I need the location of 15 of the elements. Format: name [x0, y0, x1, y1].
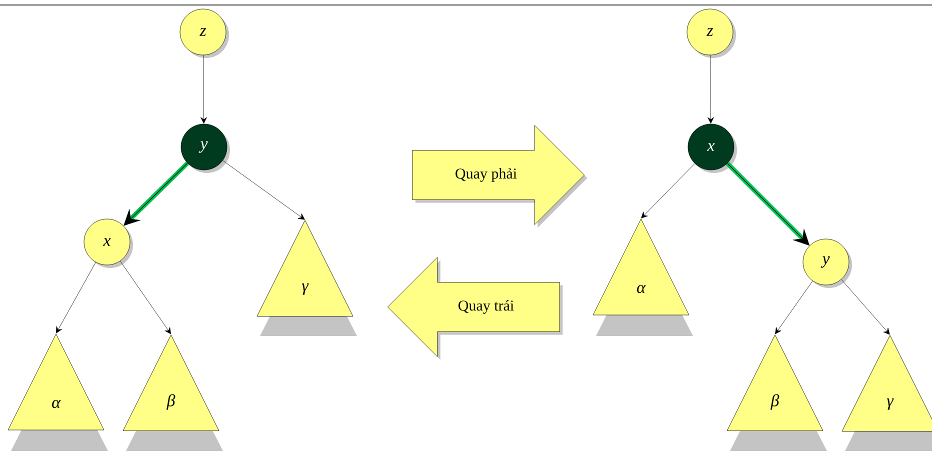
subtree-triangle: γ [256, 220, 357, 336]
arrow [641, 163, 695, 218]
arrow [222, 160, 305, 220]
arrow [775, 280, 813, 334]
subtree-triangle: α [592, 218, 693, 336]
arrow [200, 55, 207, 124]
subtree-triangle: α [8, 334, 108, 451]
subtree-triangle: β [726, 334, 827, 451]
arrow [841, 279, 890, 335]
arrow [708, 55, 714, 124]
subtree-triangle: γ [842, 335, 932, 451]
arrow [56, 262, 96, 334]
subtree-triangle: β [122, 334, 223, 451]
arrow [124, 162, 189, 226]
arrow [120, 260, 171, 334]
